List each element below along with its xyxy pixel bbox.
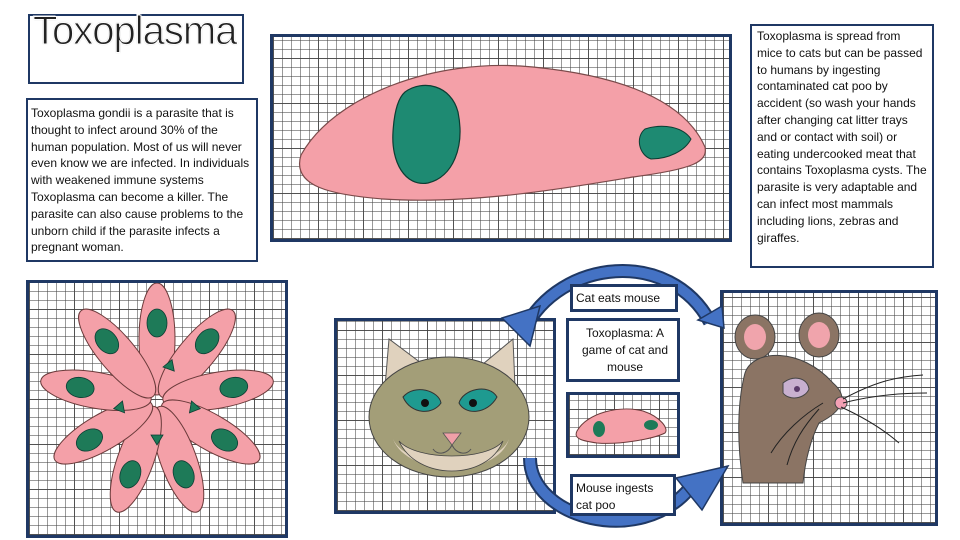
parasite-illustration <box>298 64 706 201</box>
parasite-rosette <box>40 283 274 513</box>
mouse-panel <box>720 290 938 526</box>
parasite-rosette-panel <box>26 280 288 538</box>
title-box: Toxoplasma <box>28 10 244 84</box>
small-parasite-panel <box>566 392 680 458</box>
mouse-ingests-label: Mouse ingests cat poo <box>576 481 654 512</box>
cat-eats-mouse-label: Cat eats mouse <box>576 291 661 305</box>
spread-box: Toxoplasma is spread from mice to cats b… <box>750 24 934 268</box>
small-parasite <box>575 408 667 444</box>
mouse-ingests-box: Mouse ingests cat poo <box>570 474 676 516</box>
cat-panel <box>334 318 556 514</box>
intro-text: Toxoplasma gondii is a parasite that is … <box>31 106 250 255</box>
intro-box: Toxoplasma gondii is a parasite that is … <box>26 98 258 262</box>
spread-text: Toxoplasma is spread from mice to cats b… <box>757 29 927 245</box>
center-label: Toxoplasma: A game of cat and mouse <box>581 326 669 374</box>
cat-eats-mouse-box: Cat eats mouse <box>570 284 678 312</box>
parasite-panel <box>270 34 732 242</box>
cat-face <box>368 337 530 478</box>
mouse-figure <box>734 312 928 484</box>
center-label-box: Toxoplasma: A game of cat and mouse <box>566 318 680 382</box>
page-title: Toxoplasma <box>32 9 237 53</box>
